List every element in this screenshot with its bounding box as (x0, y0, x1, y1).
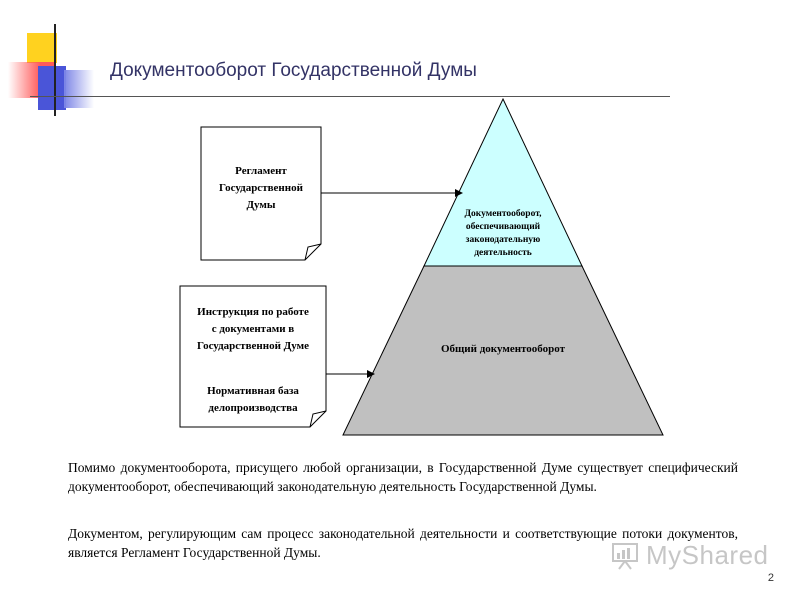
paragraph-2: Документом, регулирующим сам процесс зак… (68, 526, 738, 560)
doc-normative-line: Нормативная база (207, 385, 299, 397)
doc-shape-reglament (200, 126, 322, 261)
doc-instruction-line: Государственной Думе (197, 340, 309, 352)
title-divider (30, 96, 670, 97)
page-number: 2 (767, 572, 774, 584)
doc-instruction-line: с документами в (211, 323, 295, 335)
decor-yellow-square (27, 33, 57, 63)
pyramid-top-label: Документооборот, обеспечивающий законода… (433, 208, 573, 260)
doc-shape-instruction (179, 285, 327, 428)
pyramid-top-line: деятельность (474, 248, 532, 258)
paragraph-1: Помимо документооборота, присущего любой… (68, 460, 738, 494)
watermark: MyShared (610, 540, 769, 571)
watermark-text: MyShared (646, 540, 769, 570)
doc-instruction-label: Инструкция по работе с документами в Гос… (180, 304, 326, 355)
decor-vertical-line (54, 24, 56, 116)
doc-shape-instruction-fold (309, 410, 327, 428)
doc-normative-label: Нормативная база делопроизводства (180, 383, 326, 417)
doc-instruction-line: Инструкция по работе (197, 306, 309, 318)
doc-reglament-line: Государственной (219, 182, 303, 194)
pyramid-top-line: законодательную (465, 235, 541, 245)
decor-blue-square (38, 66, 66, 110)
pyramid-top-line: Документооборот, (464, 209, 542, 219)
pyramid-bottom-label: Общий документооборот (440, 343, 566, 355)
decor-blue-fade (64, 70, 94, 108)
doc-reglament-line: Думы (246, 199, 276, 211)
doc-shape-reglament-fold (304, 243, 322, 261)
pyramid-apex (423, 97, 583, 267)
pyramid-top-line: обеспечивающий (465, 222, 541, 232)
presentation-board-icon (612, 542, 638, 570)
doc-normative-line: делопроизводства (208, 402, 298, 414)
doc-reglament-label: Регламент Государственной Думы (201, 163, 321, 214)
doc-reglament-line: Регламент (235, 165, 287, 177)
slide-title: Документооборот Государственной Думы (110, 60, 477, 81)
